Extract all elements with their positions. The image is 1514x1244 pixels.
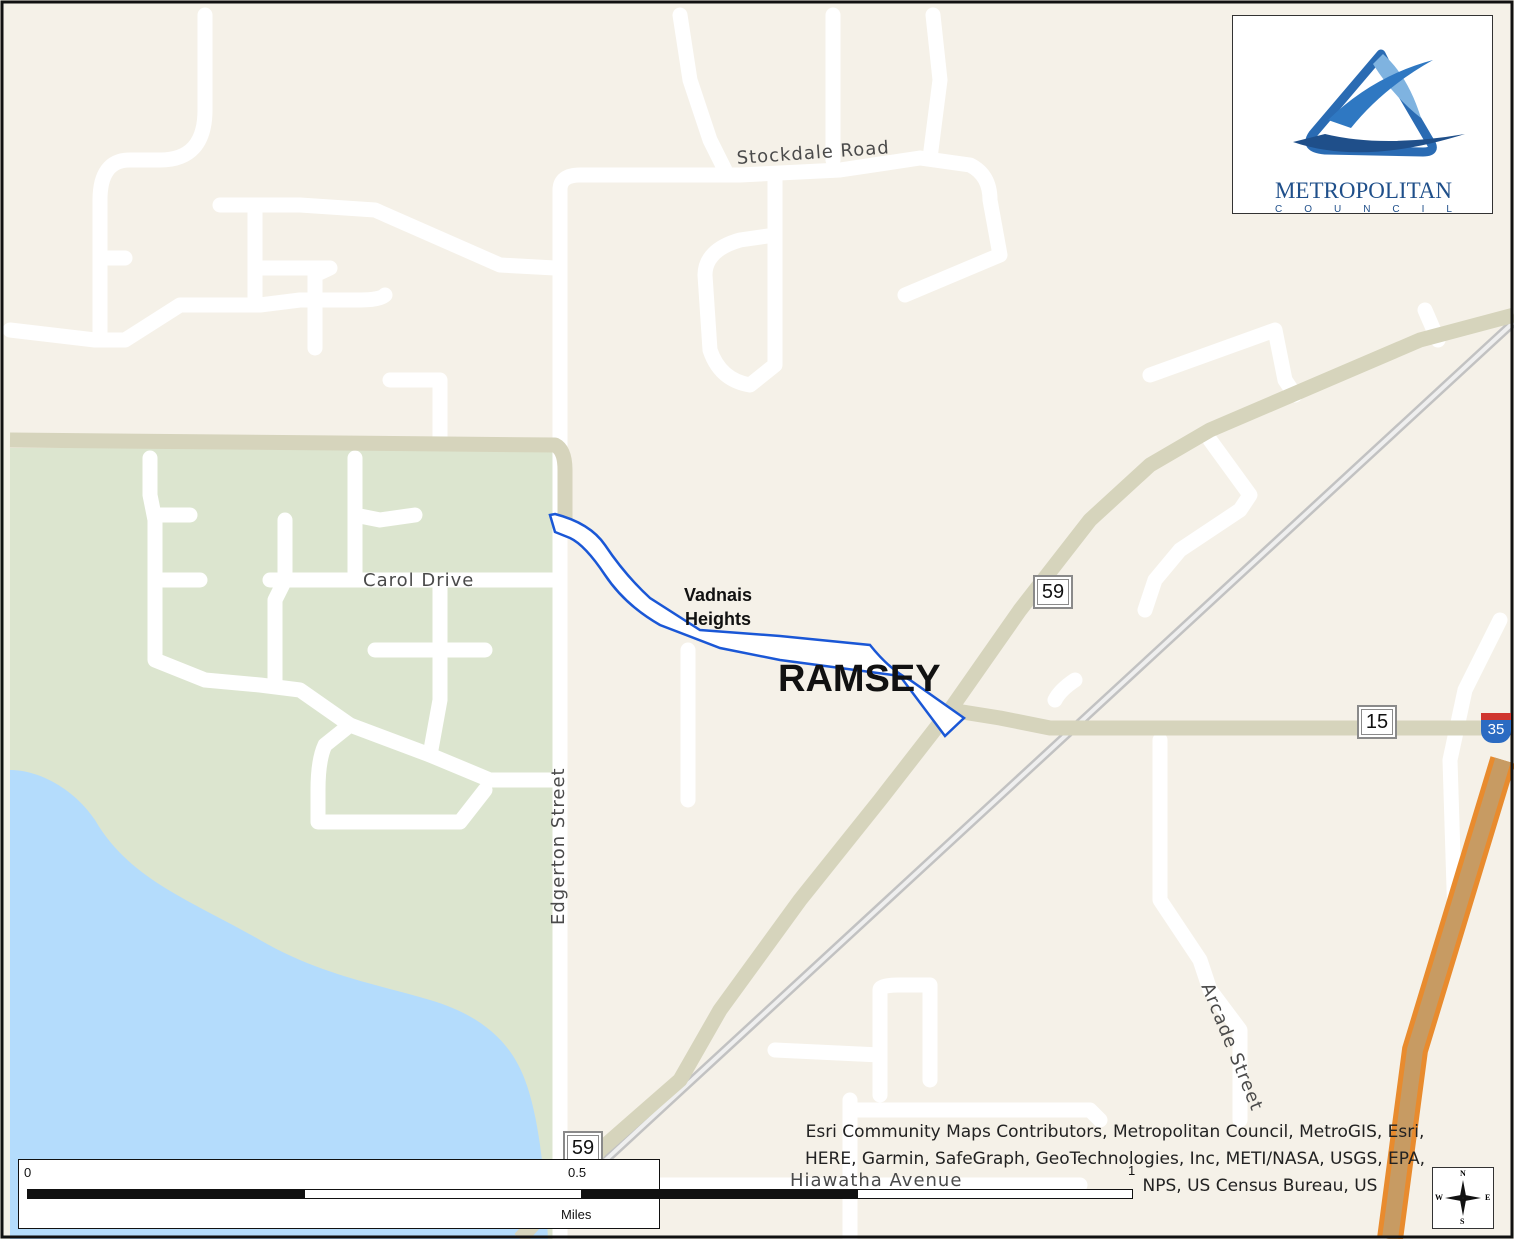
city-label: Vadnais Heights (668, 583, 768, 631)
metropolitan-council-logo: METROPOLITAN COUNCIL (1232, 15, 1493, 215)
route-59-shield-north: 59 (1033, 575, 1073, 609)
lake-area (10, 770, 548, 1239)
scale-tick-half: 0.5 (568, 1165, 587, 1180)
compass-s: S (1460, 1217, 1465, 1226)
interstate-35 (1377, 756, 1514, 1241)
scale-bar-segments (27, 1189, 1133, 1199)
attribution-line3: NPS, US Census Bureau, US (1142, 1176, 1378, 1196)
interstate-35-shield: 35 (1481, 713, 1511, 743)
edgerton-street-label: Edgerton Street (548, 767, 569, 925)
project-corridor (548, 512, 966, 738)
compass-e: E (1485, 1193, 1491, 1202)
scale-bar: 0 0.5 Miles (18, 1159, 1133, 1229)
scale-tick-0: 0 (24, 1165, 32, 1180)
city-label-line2: Heights (684, 609, 751, 629)
attribution-line2: HERE, Garmin, SafeGraph, GeoTechnologies… (805, 1149, 1425, 1169)
logo-triangle-icon (1293, 49, 1465, 157)
scale-units: Miles (561, 1207, 592, 1222)
compass-n: N (1460, 1169, 1466, 1178)
attribution-line1: Esri Community Maps Contributors, Metrop… (805, 1122, 1425, 1142)
north-arrow: N S W E (1432, 1167, 1494, 1229)
attribution-text: Esri Community Maps Contributors, Metrop… (765, 1119, 1465, 1200)
scale-tick-1: 1 (1128, 1163, 1136, 1178)
logo-title: METROPOLITAN (1274, 178, 1453, 203)
city-label-line1: Vadnais (683, 585, 753, 605)
logo-subtitle: COUNCIL (1274, 204, 1474, 215)
interstate-35-shield-number: 35 (1487, 721, 1505, 738)
county-label: RAMSEY (778, 658, 941, 700)
hiawatha-avenue-label: Hiawatha Avenue (790, 1170, 963, 1191)
compass-rose-icon (1445, 1180, 1481, 1216)
route-15-shield: 15 (1357, 705, 1397, 739)
rail-line (516, 318, 1514, 1243)
carol-drive-label: Carol Drive (363, 570, 475, 591)
compass-w: W (1435, 1193, 1443, 1202)
